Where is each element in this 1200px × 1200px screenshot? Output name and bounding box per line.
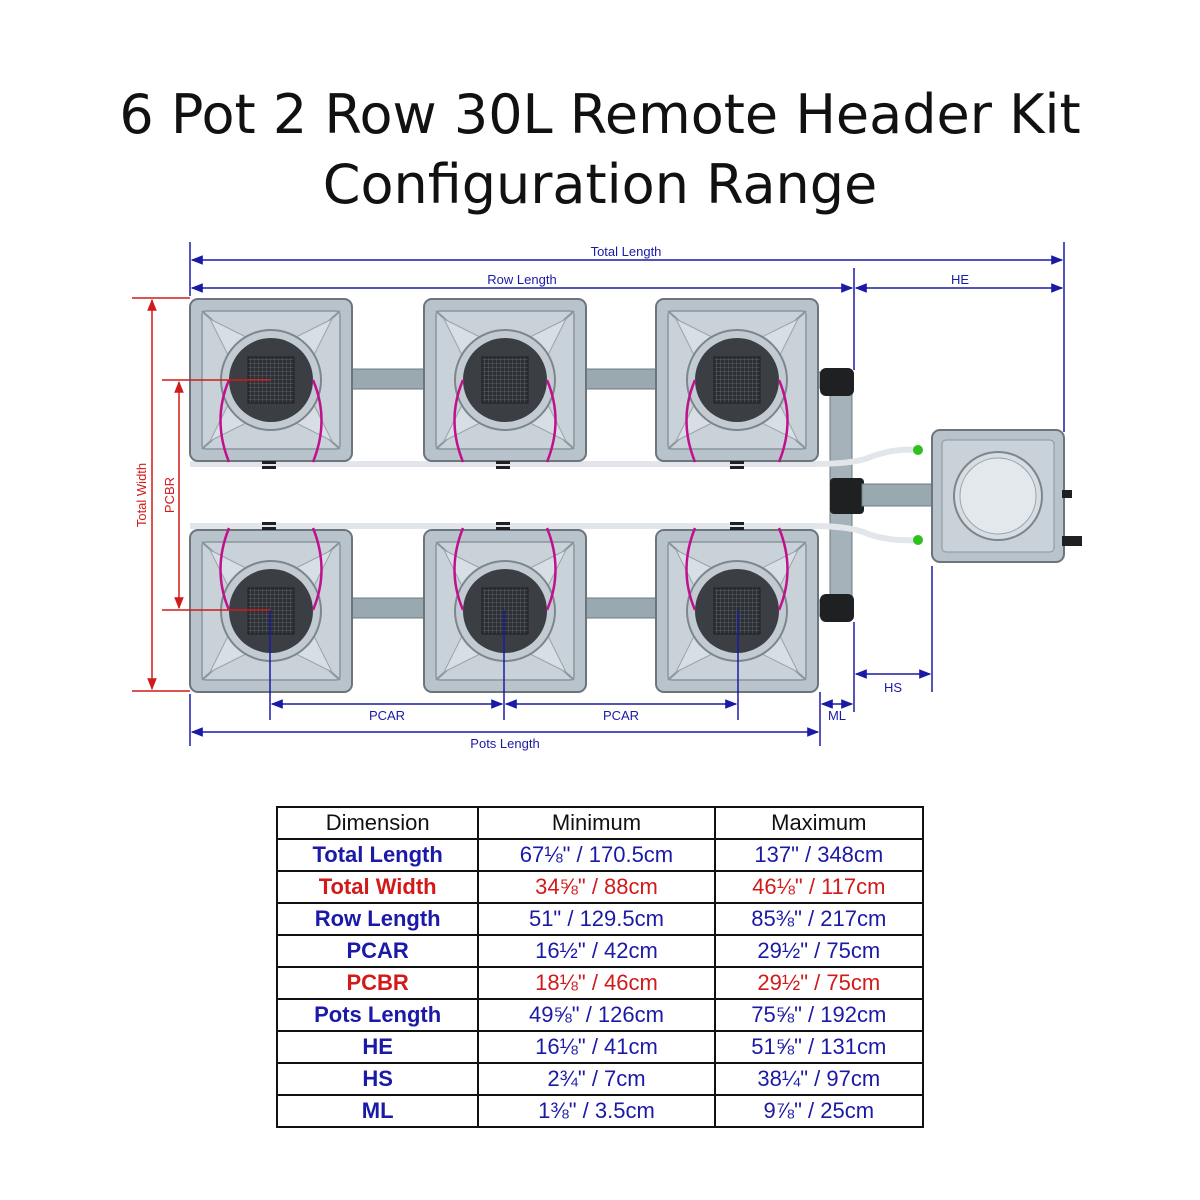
minimum-value: 51" / 129.5cm: [477, 902, 716, 936]
label-hs: HS: [884, 680, 902, 695]
page-subtitle: Configuration Range: [322, 153, 878, 216]
dimension-lines: [189, 242, 1065, 746]
minimum-value: 16½" / 42cm: [477, 934, 716, 968]
label-he: HE: [951, 272, 969, 287]
dimension-name: HS: [275, 1062, 480, 1096]
dimension-name: PCAR: [275, 934, 480, 968]
maximum-value: 46⅛" / 117cm: [713, 870, 925, 904]
dimension-name: Pots Length: [275, 998, 480, 1032]
dimension-name: PCBR: [275, 966, 480, 1000]
label-ml: ML: [828, 708, 846, 723]
label-total-length: Total Length: [591, 244, 662, 259]
page-title: 6 Pot 2 Row 30L Remote Header Kit: [119, 83, 1081, 146]
dimension-name: HE: [275, 1030, 480, 1064]
column-header: Maximum: [713, 806, 925, 840]
label-pcbr: PCBR: [162, 477, 177, 513]
dimension-name: Total Width: [275, 870, 480, 904]
dimension-name: ML: [275, 1094, 480, 1128]
label-pots-length: Pots Length: [470, 736, 539, 751]
column-header: Minimum: [477, 806, 716, 840]
maximum-value: 9⅞" / 25cm: [713, 1094, 925, 1128]
maximum-value: 85⅜" / 217cm: [713, 902, 925, 936]
feed-lines: [219, 379, 789, 611]
tube-clips: [262, 461, 744, 530]
maximum-value: 29½" / 75cm: [713, 934, 925, 968]
kit-diagram: Total Length Row Length HE PCAR PCAR ML …: [132, 242, 1082, 751]
label-row-length: Row Length: [487, 272, 556, 287]
pot-bottom-3: [655, 529, 819, 693]
maximum-value: 75⅝" / 192cm: [713, 998, 925, 1032]
width-dimension-lines: [132, 297, 270, 692]
label-pcar-1: PCAR: [369, 708, 405, 723]
minimum-value: 18⅛" / 46cm: [477, 966, 716, 1000]
maximum-value: 38¼" / 97cm: [713, 1062, 925, 1096]
minimum-value: 49⅝" / 126cm: [477, 998, 716, 1032]
pot-bottom-1: [189, 529, 353, 693]
minimum-value: 1⅜" / 3.5cm: [477, 1094, 716, 1128]
dimension-name: Row Length: [275, 902, 480, 936]
pot-top-3: [655, 298, 819, 462]
manifold: [820, 368, 935, 622]
minimum-value: 34⅝" / 88cm: [477, 870, 716, 904]
pot-bottom-2: [423, 529, 587, 693]
maximum-value: 29½" / 75cm: [713, 966, 925, 1000]
minimum-value: 2¾" / 7cm: [477, 1062, 716, 1096]
dimension-name: Total Length: [275, 838, 480, 872]
maximum-value: 51⅝" / 131cm: [713, 1030, 925, 1064]
minimum-value: 67⅛" / 170.5cm: [477, 838, 716, 872]
label-pcar-2: PCAR: [603, 708, 639, 723]
header-tank: [931, 429, 1082, 563]
maximum-value: 137" / 348cm: [713, 838, 925, 872]
table-header-row: Dimension Minimum Maximum: [275, 806, 925, 840]
pot-top-2: [423, 298, 587, 462]
label-total-width: Total Width: [134, 463, 149, 527]
column-header: Dimension: [275, 806, 480, 840]
minimum-value: 16⅛" / 41cm: [477, 1030, 716, 1064]
return-tubes: [190, 445, 923, 545]
